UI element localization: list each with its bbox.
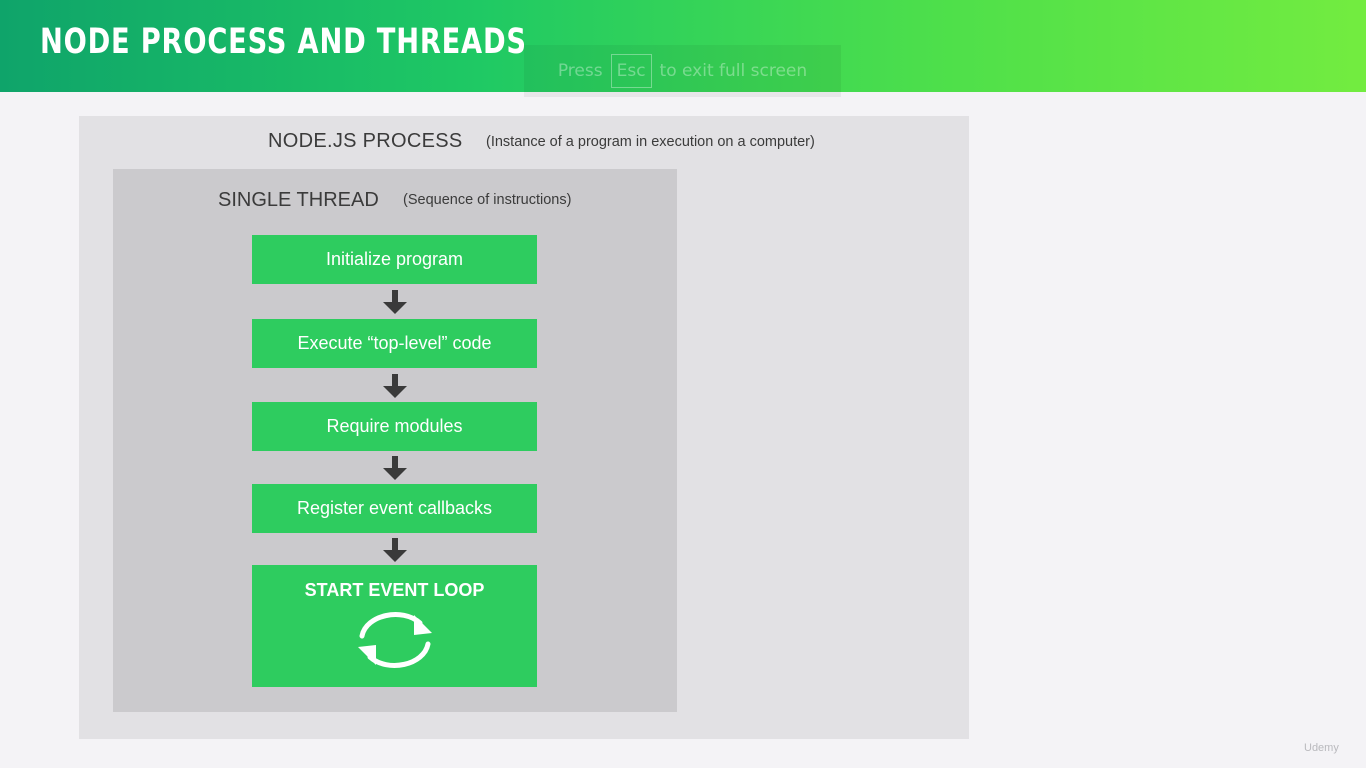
refresh-cycle-icon [358, 612, 432, 668]
step-require-modules: Require modules [252, 402, 537, 451]
down-arrow-icon [383, 456, 407, 480]
esc-key-badge: Esc [610, 54, 652, 88]
slide-header: NODE PROCESS AND THREADS [0, 0, 1366, 92]
down-arrow-icon [383, 538, 407, 562]
down-arrow-icon [383, 374, 407, 398]
udemy-watermark: Udemy [1304, 742, 1339, 754]
fullscreen-hint: Press Esc to exit full screen [524, 45, 841, 97]
down-arrow-icon [383, 290, 407, 314]
slide-title: NODE PROCESS AND THREADS [40, 22, 527, 62]
thread-title: SINGLE THREAD [218, 189, 379, 211]
step-initialize-program: Initialize program [252, 235, 537, 284]
event-loop-label: START EVENT LOOP [304, 580, 485, 600]
step-execute-top-level-code: Execute “top-level” code [252, 319, 537, 368]
step-register-event-callbacks: Register event callbacks [252, 484, 537, 533]
fullscreen-hint-after: to exit full screen [659, 61, 808, 81]
fullscreen-hint-before: Press [557, 61, 603, 81]
process-note: (Instance of a program in execution on a… [486, 134, 815, 150]
thread-note: (Sequence of instructions) [403, 192, 572, 208]
process-title: NODE.JS PROCESS [268, 130, 463, 152]
